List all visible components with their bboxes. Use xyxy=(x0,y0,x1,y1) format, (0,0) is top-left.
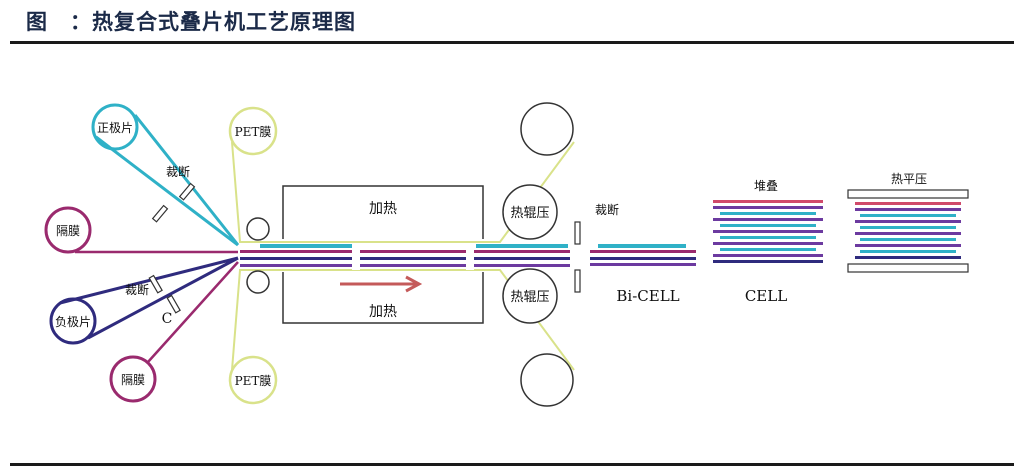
header: 图 ：热复合式叠片机工艺原理图 xyxy=(0,0,1024,46)
press-layer xyxy=(860,250,956,253)
stack-layer xyxy=(713,254,823,257)
cut-right-label: 裁断 xyxy=(595,202,619,217)
pet-top-roll xyxy=(228,106,278,156)
hot-roll-bottom xyxy=(502,268,558,324)
composite-gap-b xyxy=(466,244,474,270)
separator-top-label: 隔膜 xyxy=(56,224,80,238)
lower-cutter-blade-a xyxy=(148,274,163,294)
composite-positive-layer-b xyxy=(476,244,568,248)
stack-layer xyxy=(713,242,823,245)
right-cutter-blade-bottom xyxy=(574,269,581,293)
hot-press-bottom-plate xyxy=(847,263,969,273)
heat-top-label: 加热 xyxy=(369,201,397,217)
separator-bottom-label: 隔膜 xyxy=(121,373,145,387)
upper-cutter-blade-a xyxy=(178,182,196,201)
heat-bottom-label: 加热 xyxy=(369,304,397,320)
composite-negative-line xyxy=(240,257,570,260)
stack-layer xyxy=(720,236,816,239)
guide-roll-top xyxy=(246,217,270,241)
bi-cell-negative-layer xyxy=(590,257,696,260)
hot-press-label: 热平压 xyxy=(891,172,927,186)
positive-plate-roll xyxy=(91,103,139,151)
press-layer xyxy=(855,202,961,205)
upper-cutter-blade-b xyxy=(151,204,169,223)
pet-bottom-label: PET膜 xyxy=(235,374,272,388)
pet-bottom-roll xyxy=(228,355,278,405)
press-layer xyxy=(855,220,961,223)
pet-top-label: PET膜 xyxy=(235,125,272,139)
stack-layer xyxy=(720,212,816,215)
composite-gap-a xyxy=(352,244,360,270)
bi-cell-positive-layer xyxy=(598,244,686,248)
direction-arrow xyxy=(340,275,423,293)
c-mark: C xyxy=(162,311,173,327)
press-layer xyxy=(860,214,956,217)
press-layer xyxy=(860,226,956,229)
stack-layer xyxy=(713,200,823,203)
hot-roll-top-upper-roll xyxy=(520,102,574,156)
positive-plate-label: 正极片 xyxy=(97,121,133,135)
press-layer xyxy=(855,232,961,235)
cell-stack xyxy=(713,200,823,263)
stack-layer xyxy=(713,260,823,263)
bi-cell-purple-layer xyxy=(590,263,696,266)
hot-press-top-plate xyxy=(847,189,969,199)
hot-roll-bottom-label: 热辊压 xyxy=(510,290,549,305)
stack-layer xyxy=(720,224,816,227)
positive-plate-web xyxy=(95,114,240,247)
hot-roll-top-label: 热辊压 xyxy=(510,206,549,221)
press-layer xyxy=(860,238,956,241)
bi-cell-separator-layer xyxy=(590,250,696,253)
bottom-rule xyxy=(10,463,1014,466)
page-title: 图 ：热复合式叠片机工艺原理图 xyxy=(26,10,356,34)
lower-cutter-blade-b xyxy=(166,294,181,314)
cut-upper-label: 裁断 xyxy=(166,164,190,179)
composite-positive-layer-a xyxy=(260,244,352,248)
separator-bottom-web xyxy=(147,261,239,363)
press-layer xyxy=(855,244,961,247)
heater-bottom xyxy=(282,272,484,324)
negative-plate-label: 负极片 xyxy=(55,315,91,329)
hot-roll-bottom-lower-roll xyxy=(520,353,574,407)
press-layer xyxy=(855,256,961,259)
stack-layer xyxy=(713,230,823,233)
cell-label: CELL xyxy=(745,287,787,305)
composite-purple-line xyxy=(240,264,570,267)
cut-lower-label: 裁断 xyxy=(125,282,149,297)
press-layer xyxy=(855,208,961,211)
guide-roll-bottom xyxy=(246,270,270,294)
hot-roll-top xyxy=(502,184,558,240)
separator-bottom-roll xyxy=(109,355,157,403)
negative-plate-web xyxy=(59,256,239,340)
stack-layer xyxy=(713,218,823,221)
bi-cell-label: Bi-CELL xyxy=(616,287,679,305)
hot-press-stack xyxy=(855,202,961,259)
right-cutter-blade-top xyxy=(574,221,581,245)
title-underline xyxy=(10,41,1014,44)
stack-label: 堆叠 xyxy=(754,179,778,193)
heater-top xyxy=(282,185,484,239)
composite-separator-line xyxy=(240,250,570,253)
stack-layer xyxy=(720,248,816,251)
stack-layer xyxy=(713,206,823,209)
separator-top-roll xyxy=(44,206,92,254)
